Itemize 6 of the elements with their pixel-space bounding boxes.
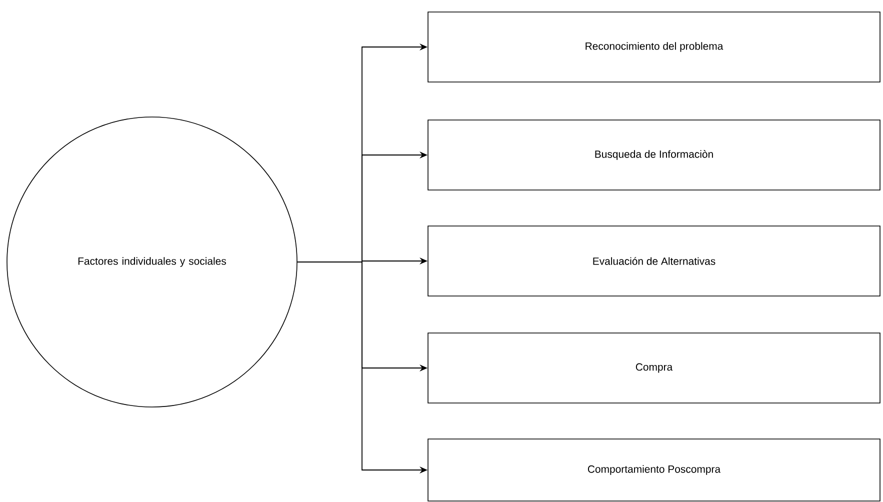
process-box: Evaluación de Alternativas (428, 226, 880, 296)
process-box: Compra (428, 332, 880, 404)
process-box: Comportamiento Poscompra (428, 438, 880, 502)
circle-node: Factores individuales y sociales (6, 116, 298, 408)
process-box: Reconocimiento del problema (428, 12, 880, 82)
process-box: Busqueda de Informaciòn (428, 120, 880, 190)
